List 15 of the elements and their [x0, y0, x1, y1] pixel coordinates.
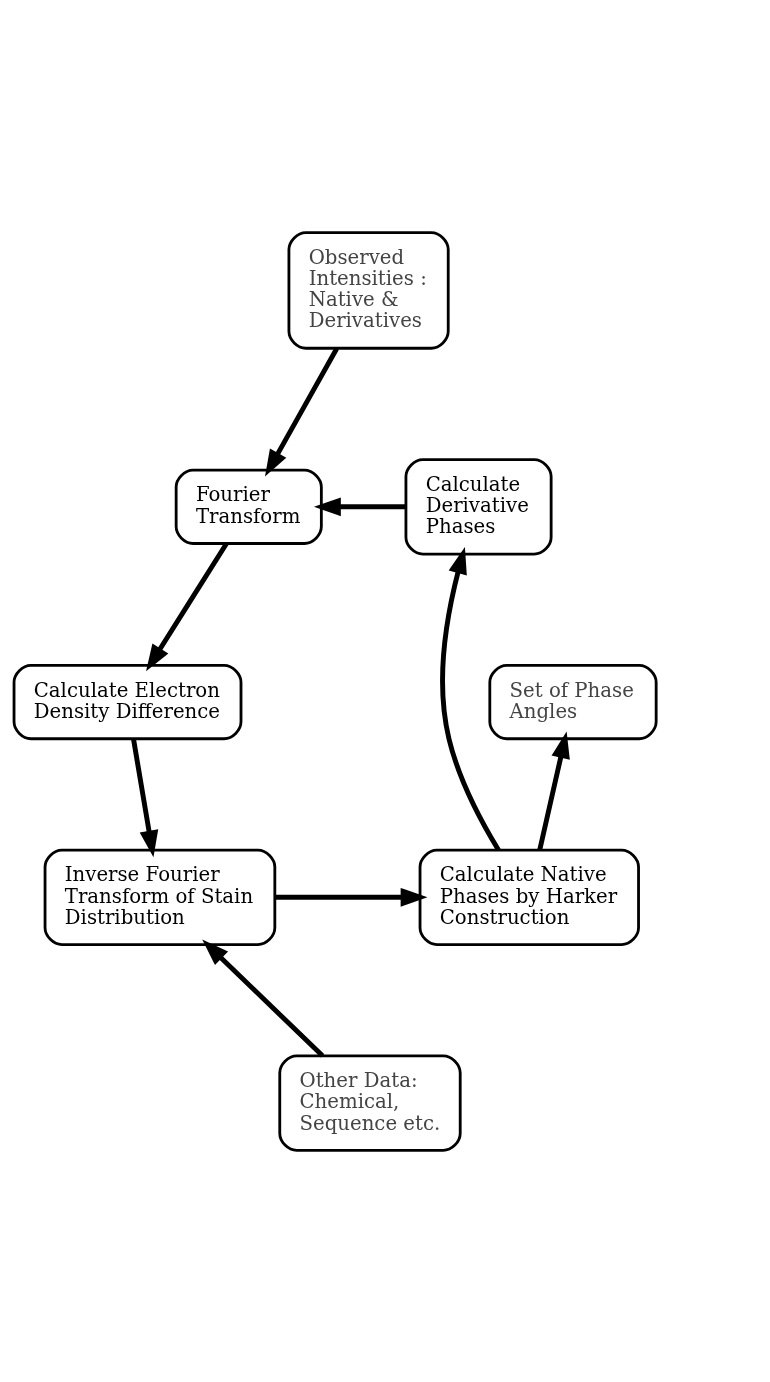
arrow	[440, 546, 501, 851]
node-box: Fourier Transform	[174, 468, 323, 545]
node-box: Calculate Derivative Phases	[404, 457, 553, 555]
arrow	[275, 887, 428, 907]
arrow	[131, 737, 159, 857]
node-box: Inverse Fourier Transform of Stain Distribution	[43, 848, 277, 946]
arrow	[202, 939, 325, 1058]
node-box: Calculate Electron Density Difference	[12, 663, 243, 740]
arrow	[265, 346, 339, 476]
node-box: Set of Phase Angles	[488, 663, 658, 740]
node-box: Observed Intensities : Native & Derivatives	[287, 230, 450, 350]
arrow	[314, 496, 406, 516]
arrow	[537, 731, 570, 850]
node-box: Calculate Native Phases by Harker Construction	[418, 848, 640, 946]
node-box: Other Data: Chemical, Sequence etc.	[278, 1054, 462, 1152]
